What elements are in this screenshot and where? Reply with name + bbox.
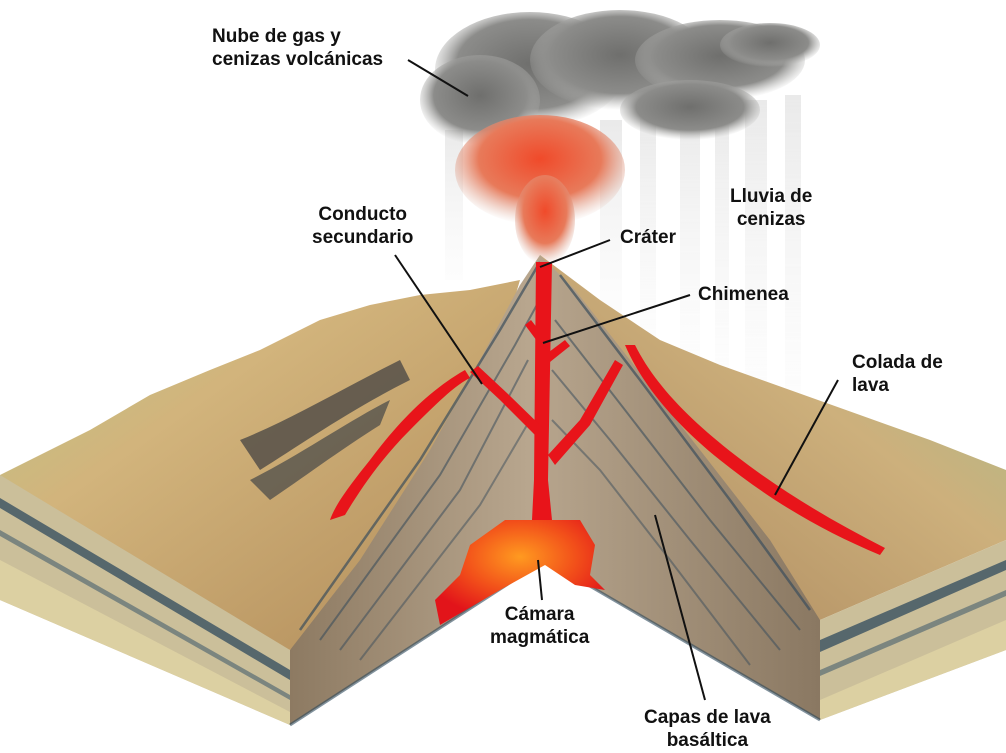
label-chimenea: Chimenea: [698, 283, 789, 306]
label-conducto-line2: secundario: [312, 227, 414, 248]
magma-chamber: [435, 520, 605, 625]
label-conducto-secundario: Conducto secundario: [312, 203, 413, 249]
leader-camara: [537, 559, 543, 601]
label-colada-lava: Colada de lava: [852, 351, 943, 397]
leader-conducto: [394, 254, 483, 385]
leader-nube: [407, 59, 469, 97]
label-camara-magmatica: Cámara magmática: [490, 603, 589, 649]
leader-capas: [654, 514, 706, 701]
ash-cloud: [420, 10, 820, 265]
label-capas-line1: Capas de lava: [644, 707, 771, 728]
label-nube-gas-cenizas: Nube de gas y cenizas volcánicas: [212, 25, 383, 71]
label-camara-line2: magmática: [490, 627, 590, 648]
label-lluvia-line1: Lluvia de: [730, 186, 813, 207]
magma-conduits: [470, 262, 623, 520]
label-crater: Cráter: [620, 226, 676, 249]
label-chimenea-line1: Chimenea: [698, 284, 789, 305]
label-conducto-line1: Conducto: [318, 204, 408, 225]
leader-crater: [539, 239, 611, 268]
leader-colada: [774, 379, 839, 496]
label-colada-line1: Colada de: [852, 352, 943, 373]
label-nube-line1: Nube de gas y: [212, 26, 341, 47]
leader-lines: [394, 59, 839, 701]
terrain-left: [0, 280, 520, 725]
label-capas-line2: basáltica: [666, 730, 749, 751]
lava-flows: [330, 345, 885, 555]
label-nube-line2: cenizas volcánicas: [212, 49, 384, 70]
label-lluvia-line2: cenizas: [736, 209, 806, 230]
label-lluvia-cenizas: Lluvia de cenizas: [730, 185, 812, 231]
label-crater-line1: Cráter: [620, 227, 676, 248]
label-colada-line2: lava: [852, 375, 889, 396]
leader-chimenea: [542, 294, 691, 344]
label-capas-lava-basaltica: Capas de lava basáltica: [644, 706, 771, 752]
label-camara-line1: Cámara: [504, 604, 575, 625]
